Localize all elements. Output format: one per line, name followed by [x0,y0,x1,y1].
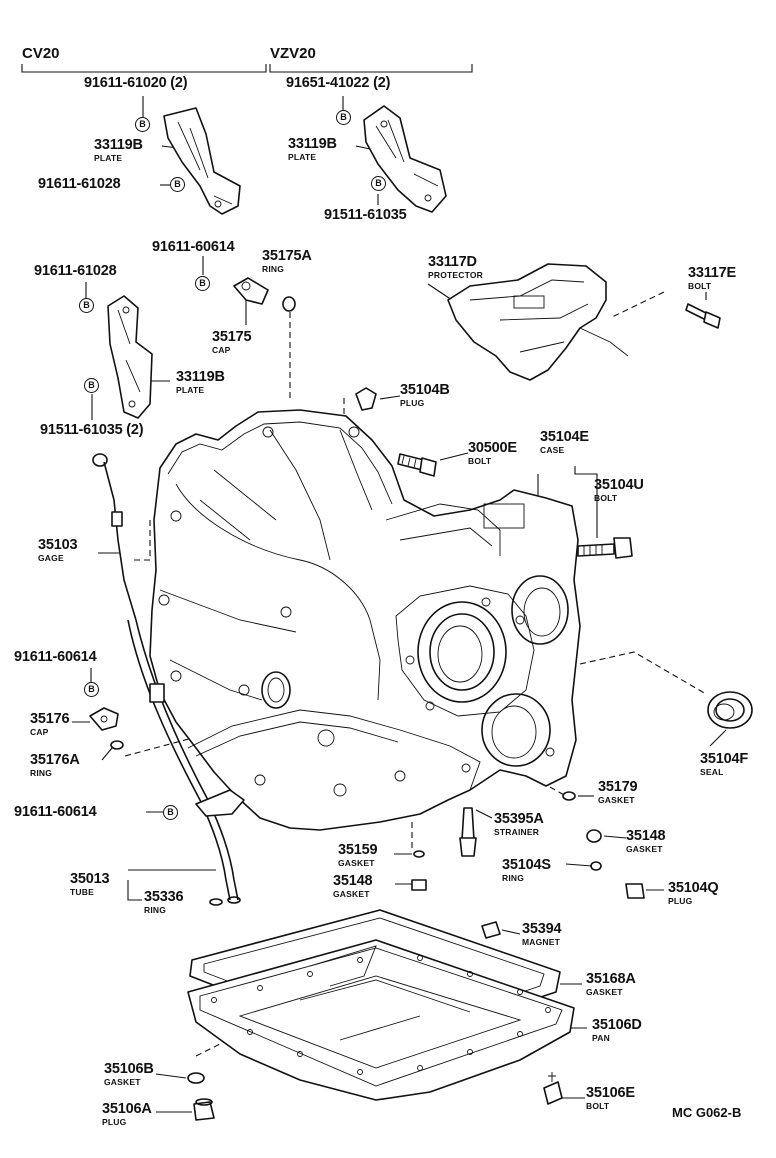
label-35106d: 35106D PAN [592,1017,642,1043]
label-35013: 35013 TUBE [70,871,110,897]
protector-33117d [447,263,629,381]
label-35106b: 35106B GASKET [104,1061,154,1087]
bolt-marker-b-1: B [135,117,150,132]
label-35104f: 35104F SEAL [700,751,748,777]
small-parts [89,683,645,906]
bolt-marker-b-9: B [163,805,178,820]
label-33119b-cv20: 33119B PLATE [94,137,143,163]
label-35175a: 35175A RING [262,248,312,274]
label-33117e: 33117E BOLT [688,265,736,291]
bolt-marker-b-3: B [170,177,185,192]
bolt-35104u [577,537,633,559]
seal-35104f [707,691,753,729]
variant-label-cv20: CV20 [22,45,60,62]
label-35148-a: 35148 GASKET [626,828,666,854]
label-35159: 35159 GASKET [338,842,378,868]
gasket-35168a [189,909,561,1051]
label-35175: 35175 CAP [212,329,252,355]
label-35104b: 35104B PLUG [400,382,450,408]
label-91611-61020: 91611-61020 (2) [84,75,188,91]
label-91511-61035-b: 91511-61035 (2) [40,422,144,438]
plate-vzv20 [363,105,447,213]
label-35176: 35176 CAP [30,711,70,737]
label-35104u: 35104U BOLT [594,477,644,503]
transmission-case-35104e [149,409,581,831]
label-33119b-vzv20: 33119B PLATE [288,136,337,162]
variant-label-vzv20: VZV20 [270,45,316,62]
bolt-33117e [685,303,721,329]
bolt-marker-b-7: B [84,378,99,393]
label-35103: 35103 GAGE [38,537,78,563]
drain-plug-group [187,1072,563,1121]
label-91651-41022: 91651-41022 (2) [286,75,391,91]
label-30500e: 30500E BOLT [468,440,517,466]
bolt-marker-b-4: B [371,176,386,191]
label-35336: 35336 RING [144,889,184,915]
label-91511-61035-a: 91511-61035 [324,207,407,223]
label-35104e: 35104E CASE [540,429,589,455]
label-35168a: 35168A GASKET [586,971,636,997]
label-33119b-lower: 33119B PLATE [176,369,225,395]
label-91611-61028-b: 91611-61028 [34,263,117,279]
leader-lines [72,96,727,1113]
label-35395a: 35395A STRAINER [494,811,544,837]
bolt-marker-b-5: B [195,276,210,291]
plate-lower [107,295,153,419]
bolt-marker-b-2: B [336,110,351,125]
label-33117d: 33117D PROTECTOR [428,254,484,280]
label-35179: 35179 GASKET [598,779,638,805]
label-35176a: 35176A RING [30,752,80,778]
gage-and-tube [92,453,245,904]
plug-35104b [355,387,377,411]
label-35148-b: 35148 GASKET [333,873,373,899]
label-91611-60614-b: 91611-60614 [14,649,97,665]
label-35106a: 35106A PLUG [102,1101,152,1127]
plate-cv20 [163,107,241,215]
label-91611-60614-c: 91611-60614 [14,804,97,820]
label-91611-61028-a: 91611-61028 [38,176,121,192]
label-35394: 35394 MAGNET [522,921,562,947]
drawing-code: MC G062-B [672,1105,742,1120]
label-35104q: 35104Q PLUG [668,880,719,906]
magnet-35394 [481,921,501,939]
bolt-30500e [397,453,437,477]
variant-brackets [21,64,473,73]
bolt-marker-b-8: B [84,682,99,697]
label-35104s: 35104S RING [502,857,551,883]
label-91611-60614-a: 91611-60614 [152,239,235,255]
cap-35175 [233,277,296,312]
label-35106e: 35106E BOLT [586,1085,635,1111]
bolt-marker-b-6: B [79,298,94,313]
strainer-35395a [459,807,477,857]
oil-pan-35106d [187,939,575,1101]
